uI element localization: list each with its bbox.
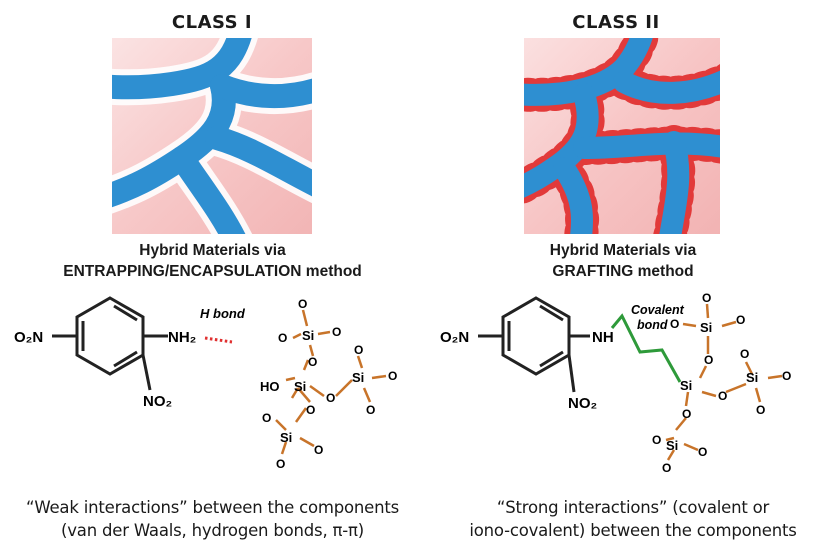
no2-label: NO₂: [143, 393, 172, 410]
o-atom: O: [332, 325, 341, 339]
o-atom: O: [306, 403, 315, 417]
si-atom: Si: [700, 320, 712, 335]
o-atom: O: [366, 403, 375, 417]
o-atom: O: [652, 433, 661, 447]
benzene-ring: [478, 296, 590, 393]
class-i-footer-line1: “Weak interactions” between the componen…: [25, 498, 400, 517]
o-atom: O: [326, 391, 335, 405]
oxygen-atoms: O O O O O O O O O O O O: [652, 291, 791, 475]
o-atom: O: [276, 457, 285, 471]
silica-bonds: [665, 303, 783, 461]
nh2-label: NH₂: [168, 329, 196, 346]
class-i-footer: “Weak interactions” between the componen…: [0, 496, 425, 542]
o-atom: O: [736, 313, 745, 327]
class-ii-footer-line1: “Strong interactions” (covalent or: [496, 498, 770, 517]
si-atom: Si: [666, 438, 678, 453]
hydrogen-bond-dashes: [204, 336, 233, 344]
class-ii-footer: “Strong interactions” (covalent or iono-…: [428, 496, 838, 542]
si-atom: Si: [280, 430, 292, 445]
si-atom: Si: [746, 370, 758, 385]
o-atom: O: [704, 353, 713, 367]
class-i-caption-line1: Hybrid Materials via: [139, 242, 286, 259]
o-atom: O: [662, 461, 671, 475]
o2n-label: O₂N: [14, 329, 43, 346]
grafted-channel-network: [524, 38, 720, 234]
silicon-atoms: Si Si Si Si: [666, 320, 758, 453]
o-atom: O: [670, 317, 679, 331]
si-atom: Si: [680, 378, 692, 393]
o-atom: O: [698, 445, 707, 459]
o-atom: O: [782, 369, 791, 383]
covalent-bond-chain: [610, 313, 682, 383]
o-atom: O: [278, 331, 287, 345]
o-atom: O: [756, 403, 765, 417]
o2n-label: O₂N: [440, 329, 469, 346]
silica-bonds: [275, 309, 387, 455]
covalent-label-1: Covalent: [631, 303, 685, 317]
nh-label: NH: [592, 329, 614, 346]
o-atom: O: [262, 411, 271, 425]
o-atom: O: [702, 291, 711, 305]
class-i-caption: Hybrid Materials via ENTRAPPING/ENCAPSUL…: [40, 240, 385, 282]
class-ii-title: CLASS II: [572, 12, 660, 33]
class-i-caption-line2: ENTRAPPING/ENCAPSULATION method: [63, 263, 362, 280]
channel-network: [112, 38, 312, 234]
ho-label: HO: [260, 379, 280, 394]
o-atom: O: [354, 343, 363, 357]
class-ii-caption-line1: Hybrid Materials via: [549, 242, 697, 259]
class-ii-footer-line2: iono-covalent) between the components: [469, 521, 797, 540]
class-i-molecule-diagram: O₂N NH₂ NO₂ H bond Si Si Si Si HO O O O …: [14, 296, 397, 471]
o-atom: O: [740, 347, 749, 361]
si-atom: Si: [294, 379, 306, 394]
si-atom: Si: [352, 370, 364, 385]
oxygen-atoms: O O O O O O O O O O O O: [262, 297, 397, 471]
class-ii-material-illustration: [524, 38, 720, 234]
class-i-footer-line2: (van der Waals, hydrogen bonds, π-π): [60, 521, 364, 540]
silicon-atoms: Si Si Si Si: [280, 328, 364, 445]
o-atom: O: [308, 355, 317, 369]
class-i-material-illustration: [112, 38, 312, 234]
class-ii-caption-line2: GRAFTING method: [552, 263, 694, 280]
o-atom: O: [298, 297, 307, 311]
o-atom: O: [718, 389, 727, 403]
class-ii-molecule-diagram: O₂N NH NO₂ Covalent bond Si Si Si Si O O…: [440, 291, 791, 475]
h-bond-label: H bond: [200, 306, 246, 321]
no2-label: NO₂: [568, 395, 597, 412]
class-ii-caption: Hybrid Materials via GRAFTING method: [528, 240, 718, 282]
benzene-ring: [52, 296, 168, 391]
class-i-title: CLASS I: [171, 12, 253, 33]
si-atom: Si: [302, 328, 314, 343]
o-atom: O: [388, 369, 397, 383]
o-atom: O: [314, 443, 323, 457]
covalent-label-2: bond: [637, 318, 668, 332]
o-atom: O: [682, 407, 691, 421]
